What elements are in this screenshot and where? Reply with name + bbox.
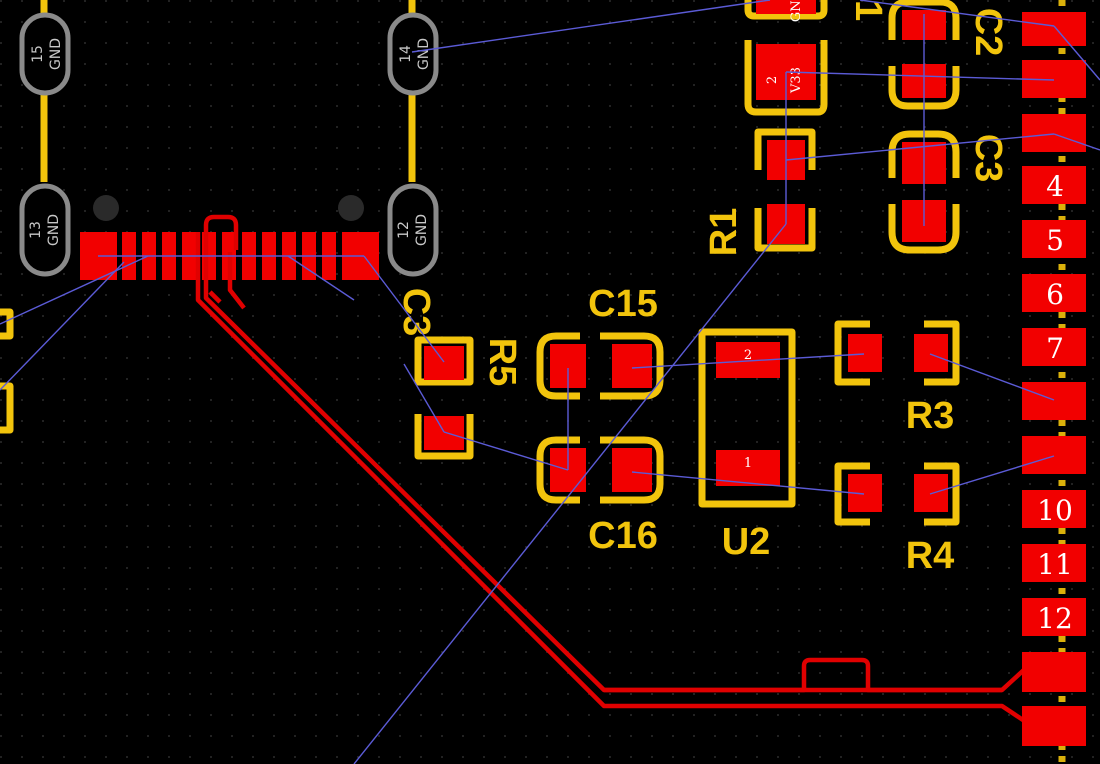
header-pin-number: 12 (1037, 602, 1073, 635)
usb-hole-net: GND (48, 38, 64, 70)
designator-partial: 1 (847, 0, 889, 21)
designator-r4: R4 (906, 535, 955, 577)
usb-hole-number: 13 (28, 221, 44, 239)
usb-hole-net: GND (416, 38, 432, 70)
usb-shield-hole-15[interactable]: 15 GND (19, 12, 71, 96)
header-pin-number: 5 (1046, 224, 1064, 257)
capacitor-c16[interactable]: C16 (536, 436, 664, 557)
copper-traces[interactable] (195, 214, 1028, 724)
header-pin-number: 6 (1046, 278, 1064, 311)
designator-c16: C16 (588, 515, 658, 557)
usb-shield-hole-13[interactable]: 13 GND (19, 183, 71, 277)
designator-c15: C15 (588, 283, 658, 325)
designator-u2: U2 (722, 521, 771, 563)
usb-shield-hole-12[interactable]: 12 GND (387, 183, 439, 277)
designator-c3-mirrored: C3 (395, 288, 437, 337)
pad-net-label: GND (789, 0, 804, 22)
u2-pin-number: 1 (744, 456, 752, 471)
partial-footprint-left (0, 382, 14, 434)
designator-r1: R1 (703, 208, 745, 257)
usb-hole-net: GND (414, 214, 430, 246)
designator-r3: R3 (906, 395, 955, 437)
resistor-r3[interactable]: R3 (834, 320, 960, 437)
usb-hole-number: 15 (30, 45, 46, 63)
header-pin-number: 10 (1037, 494, 1073, 527)
usb-hole-net: GND (46, 214, 62, 246)
header-pin-number: 4 (1046, 170, 1064, 203)
pad-number: 2 (765, 76, 780, 84)
u2-pin-number: 2 (744, 348, 752, 363)
usb-connector-footprint[interactable]: 15 GND 14 GND 13 GND 12 GND (19, 0, 439, 280)
alignment-peg (338, 195, 364, 221)
resistor-r1[interactable]: R1 (703, 128, 816, 257)
usb-shield-hole-14[interactable]: 14 GND (387, 12, 439, 96)
partial-footprint-left (0, 308, 14, 340)
designator-r5: R5 (481, 338, 523, 387)
pin-header[interactable]: 4 5 6 7 10 11 12 (1022, 0, 1086, 764)
alignment-peg (93, 195, 119, 221)
pad-net-label: V33 (789, 67, 804, 94)
usb-hole-number: 12 (396, 221, 412, 239)
header-pin-number: 11 (1037, 548, 1073, 581)
resistor-r5[interactable]: C3 R5 (395, 288, 523, 460)
header-pin-number: 7 (1046, 332, 1064, 365)
ic-u2[interactable]: 2 1 U2 (698, 328, 796, 563)
usb-hole-number: 14 (398, 45, 414, 63)
